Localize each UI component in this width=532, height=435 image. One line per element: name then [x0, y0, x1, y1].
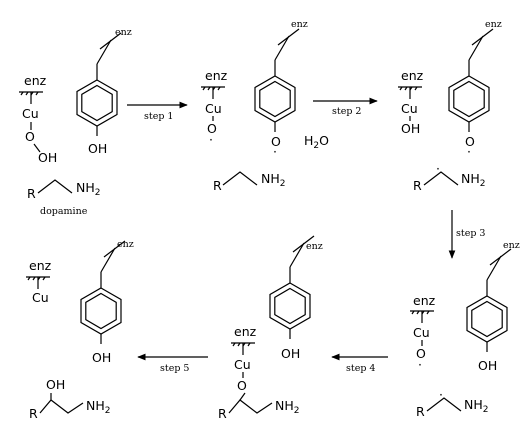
oh-label: OH — [88, 141, 107, 156]
nh2-label: NH2 — [461, 171, 485, 189]
step1-label: step 1 — [144, 111, 173, 122]
oh-label: OH — [281, 346, 300, 361]
cu-label: Cu — [32, 290, 49, 305]
enz-label: enz — [291, 19, 308, 30]
cu-label: Cu — [401, 101, 418, 116]
enz-label: enz — [115, 27, 132, 38]
enz-label: enz — [485, 19, 502, 30]
structure-cu-oxyl: enz Cu O · enz O · R NH2 — [200, 19, 308, 193]
structure-cu-hydroxide: enz Cu OH enz O · R · NH2 — [397, 19, 502, 193]
cu-label: Cu — [413, 325, 430, 340]
step3-label: step 3 — [456, 228, 485, 239]
structure-dopamine: R NH2 dopamine — [27, 179, 100, 217]
radical-dot: · — [273, 144, 277, 159]
oh-label: OH — [38, 150, 57, 165]
dopamine-label: dopamine — [40, 206, 88, 217]
o-label: O — [237, 378, 247, 393]
radical-dot: · — [467, 144, 471, 159]
cu-label: Cu — [22, 106, 39, 121]
structure-cu-hydroperoxo: enz Cu O OH enz OH — [18, 27, 132, 165]
nh2-label: NH2 — [464, 397, 488, 415]
cu-label: Cu — [205, 101, 222, 116]
enz-label: enz — [205, 68, 228, 83]
enz-label: enz — [234, 324, 257, 339]
step5-label: step 5 — [160, 363, 189, 374]
structure-cu-alkoxide: enz Cu O enz OH R NH2 — [218, 235, 323, 421]
r-label: R — [413, 178, 422, 193]
step2-label: step 2 — [332, 106, 361, 117]
radical-dot: · — [418, 357, 422, 372]
o-label: O — [25, 129, 35, 144]
enz-label: enz — [413, 293, 436, 308]
nh2-label: NH2 — [275, 398, 299, 416]
enz-label: enz — [503, 240, 520, 251]
r-label: R — [27, 186, 36, 201]
enz-label: enz — [29, 258, 52, 273]
water-label: H2O — [304, 133, 329, 151]
radical-dot: · — [436, 161, 440, 176]
structure-cu-oxyl-regenerated-tyrosine: enz Cu O · enz OH R · NH2 — [409, 240, 520, 419]
o-label: O — [207, 121, 217, 136]
o-label: O — [416, 346, 426, 361]
step4-label: step 4 — [346, 363, 375, 374]
enz-label: enz — [117, 239, 134, 250]
radical-dot: · — [209, 132, 213, 147]
oh-label: OH — [46, 377, 65, 392]
radical-dot: · — [439, 387, 443, 402]
r-label: R — [29, 406, 38, 421]
nh2-label: NH2 — [76, 180, 100, 198]
o-label: O — [271, 134, 281, 149]
r-label: R — [416, 404, 425, 419]
nh2-label: NH2 — [86, 398, 110, 416]
oh-label: OH — [401, 121, 420, 136]
oh-label: OH — [92, 350, 111, 365]
o-label: O — [465, 134, 475, 149]
oh-label: OH — [478, 358, 497, 373]
nh2-label: NH2 — [261, 171, 285, 189]
r-label: R — [218, 406, 227, 421]
enz-label: enz — [306, 241, 323, 252]
structure-product: enz Cu enz OH OH R NH2 — [25, 239, 134, 421]
cu-label: Cu — [234, 357, 251, 372]
enz-label: enz — [24, 73, 47, 88]
enz-label: enz — [401, 68, 424, 83]
r-label: R — [213, 178, 222, 193]
